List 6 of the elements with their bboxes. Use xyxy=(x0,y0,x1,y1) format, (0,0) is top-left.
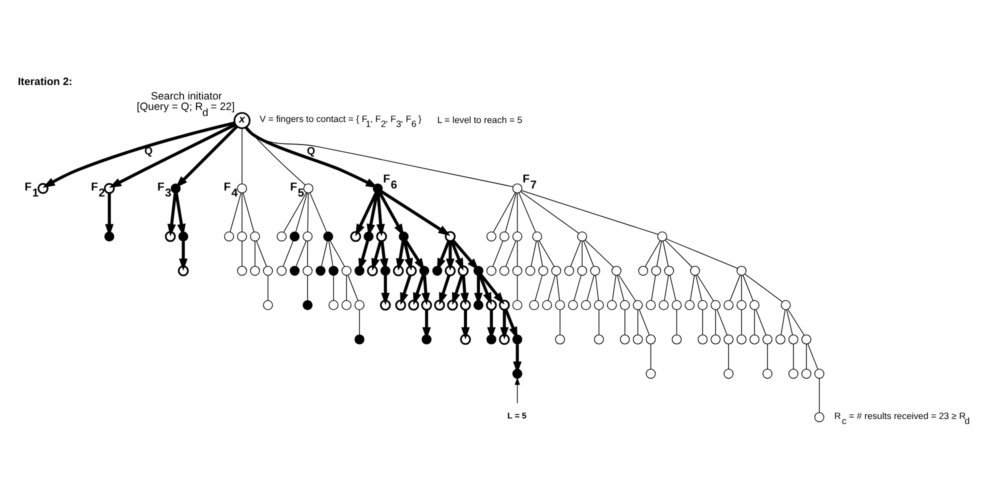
diagram-title: Iteration 2: xyxy=(18,75,72,88)
edge-label: Q xyxy=(306,144,316,157)
edge-label: Q xyxy=(144,144,153,157)
node-text: L = 5 xyxy=(507,410,527,420)
node-label: Search initiator xyxy=(150,90,222,102)
label: L = level to reach = 5 xyxy=(437,114,522,124)
